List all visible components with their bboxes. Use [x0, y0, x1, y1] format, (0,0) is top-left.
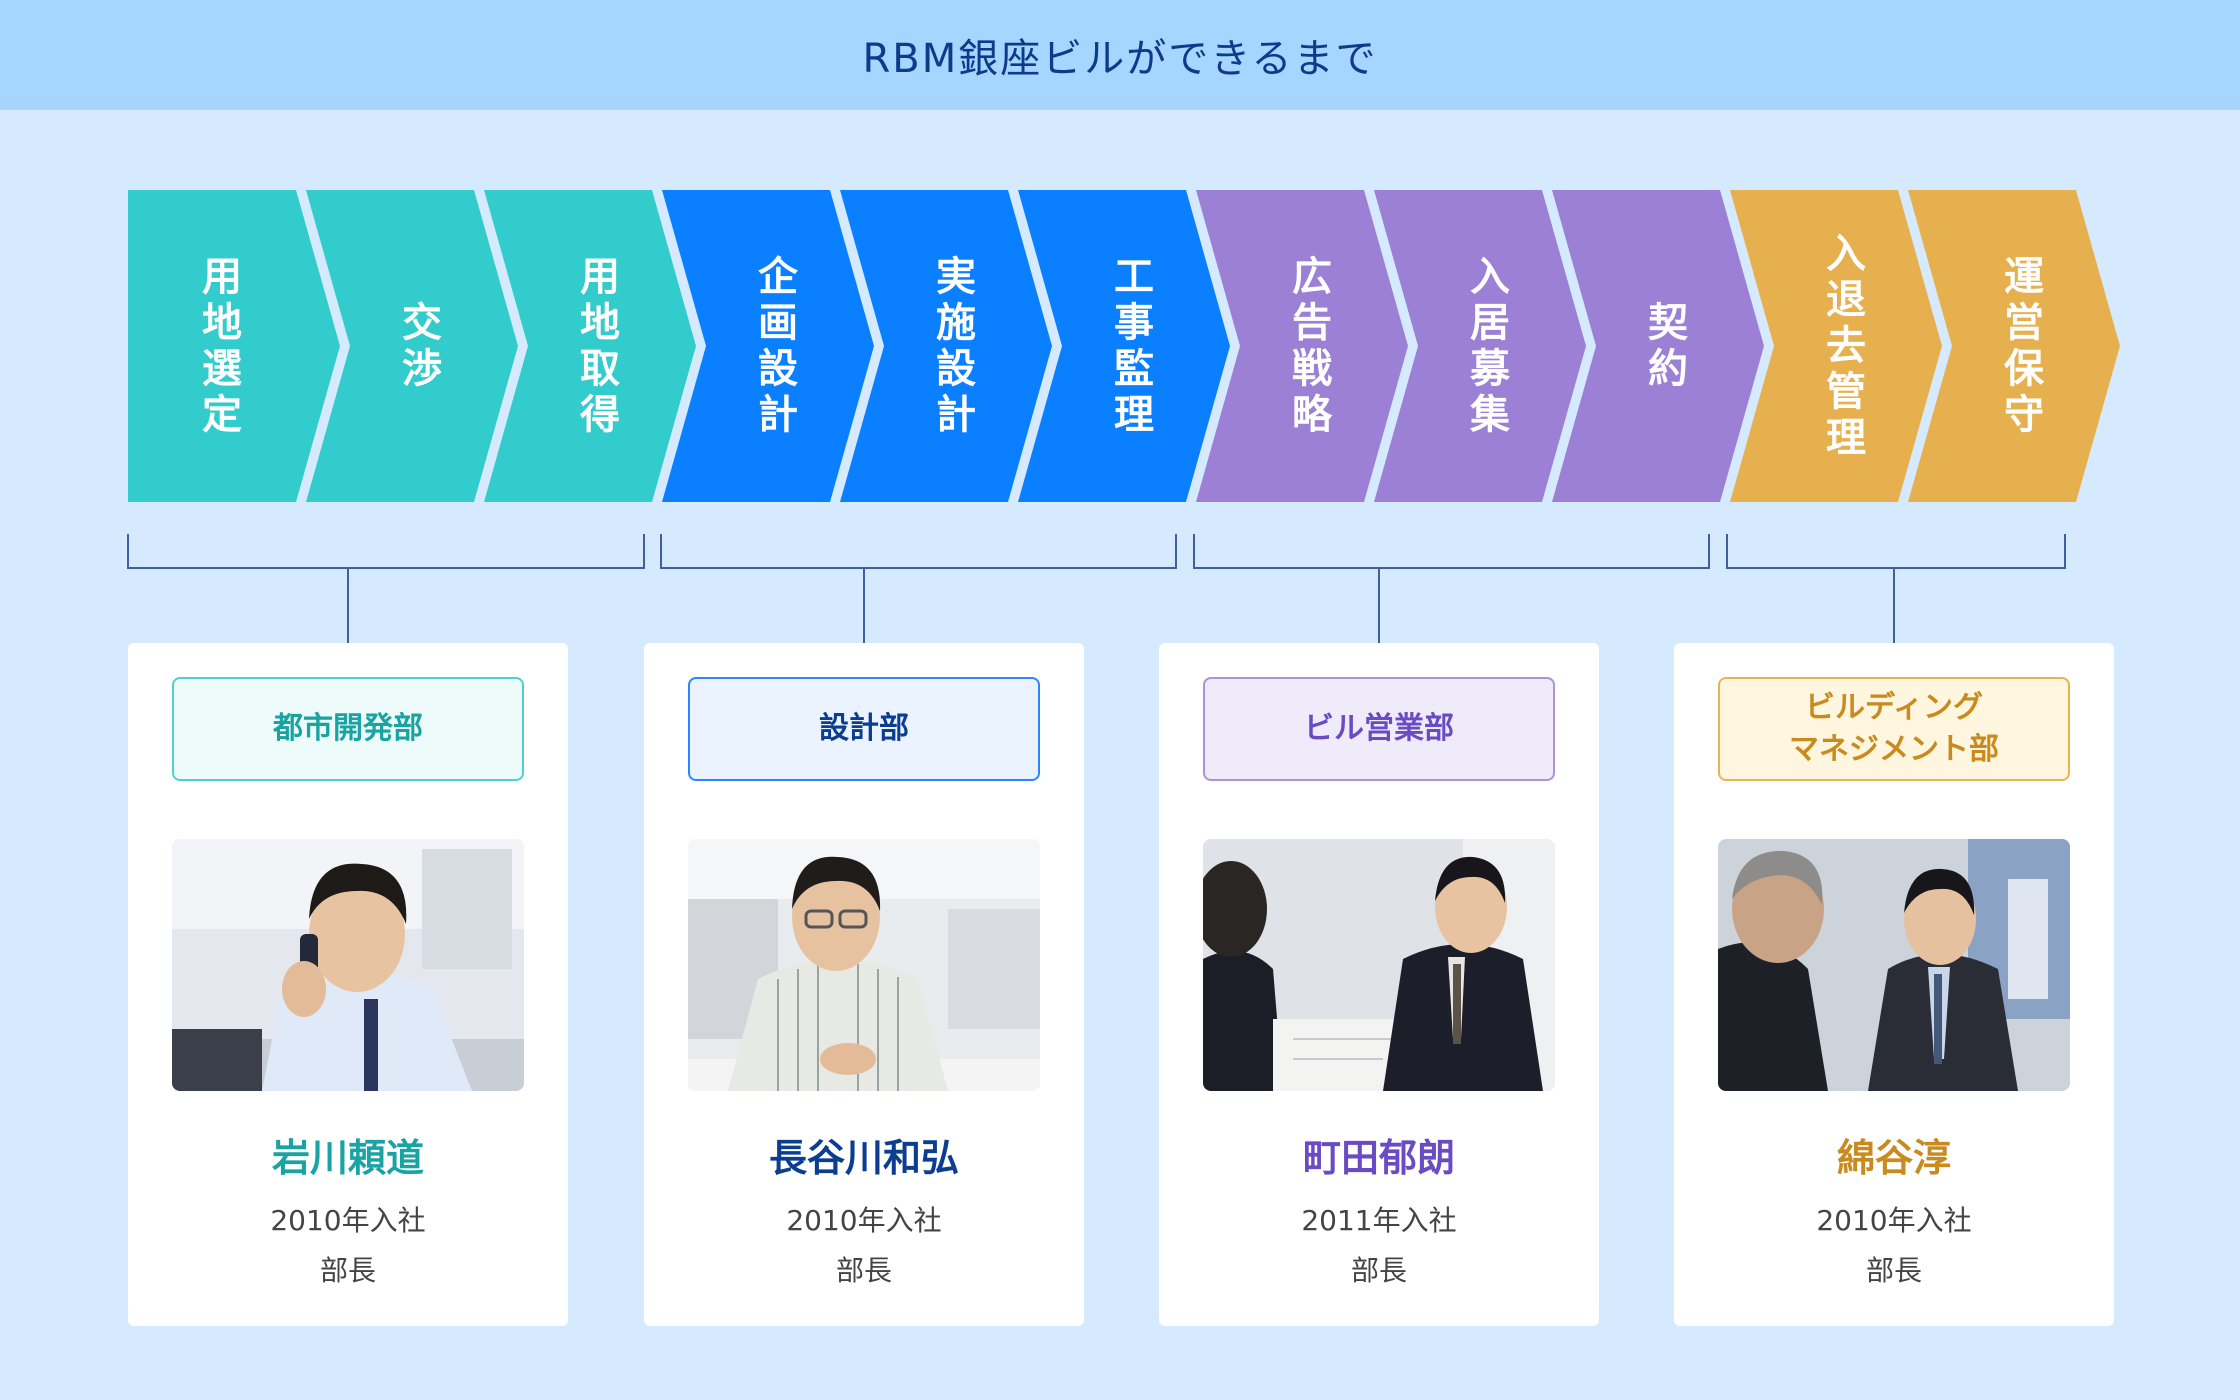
dept-card-design: 設計部 長谷川和弘 2010年入社 部長 — [644, 643, 1084, 1326]
dept-label: 設計部 — [688, 677, 1040, 781]
person-join-year: 2010年入社 — [644, 1199, 1084, 1239]
person-join-year: 2010年入社 — [1674, 1199, 2114, 1239]
person-join-year: 2011年入社 — [1159, 1199, 1599, 1239]
process-step-label: 企画設計 — [748, 190, 808, 502]
person-name: 岩川頼道 — [128, 1127, 568, 1182]
process-step-label: 用地選定 — [192, 190, 252, 502]
person-on-phone-photo — [172, 839, 524, 1091]
person-role: 部長 — [1159, 1249, 1599, 1289]
process-step-label: 入退去管理 — [1816, 190, 1876, 502]
group-bracket-building-management — [1727, 534, 2065, 643]
person-join-year: 2010年入社 — [128, 1199, 568, 1239]
process-step-label: 運営保守 — [1994, 190, 2054, 502]
person-at-desk-photo — [688, 839, 1040, 1091]
person-role: 部長 — [1674, 1249, 2114, 1289]
person-role: 部長 — [644, 1249, 1084, 1289]
process-step-label: 広告戦略 — [1282, 190, 1342, 502]
dept-card-building-sales: ビル営業部 町田郁朗 2011年入社 部長 — [1159, 643, 1599, 1326]
conversation-photo — [1718, 839, 2070, 1091]
dept-card-building-management: ビルディング マネジメント部 綿谷淳 2010年入社 部長 — [1674, 643, 2114, 1326]
process-step-label: 入居募集 — [1460, 190, 1520, 502]
group-bracket-building-sales — [1194, 534, 1709, 643]
process-step-label: 工事監理 — [1104, 190, 1164, 502]
person-name: 町田郁朗 — [1159, 1127, 1599, 1182]
meeting-photo — [1203, 839, 1555, 1091]
dept-label: 都市開発部 — [172, 677, 524, 781]
group-bracket-design — [661, 534, 1176, 643]
process-step-label: 交渉 — [392, 190, 452, 502]
dept-card-urban-development: 都市開発部 岩川頼道 2010年入社 部長 — [128, 643, 568, 1326]
dept-label: ビルディング マネジメント部 — [1718, 677, 2070, 781]
process-step-label: 契約 — [1638, 190, 1698, 502]
process-step-label: 実施設計 — [926, 190, 986, 502]
group-bracket-urban-development — [128, 534, 644, 643]
dept-label: ビル営業部 — [1203, 677, 1555, 781]
person-role: 部長 — [128, 1249, 568, 1289]
process-step-label: 用地取得 — [570, 190, 630, 502]
person-name: 長谷川和弘 — [644, 1127, 1084, 1182]
person-name: 綿谷淳 — [1674, 1127, 2114, 1182]
